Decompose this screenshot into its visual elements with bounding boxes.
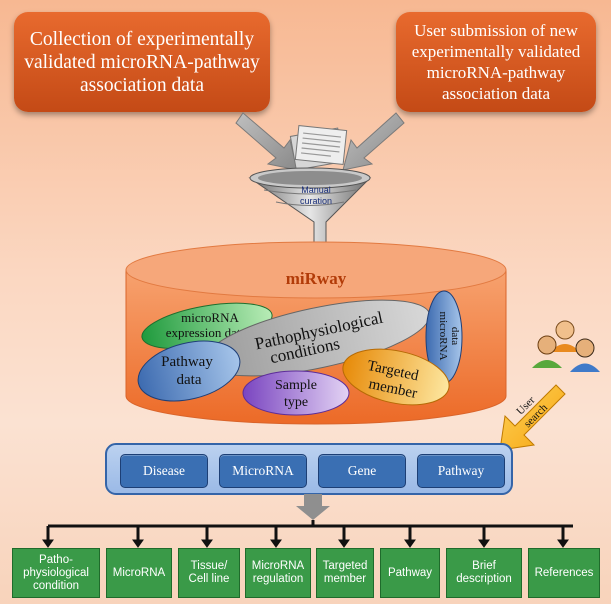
ellipse-mirna-line2: data xyxy=(449,327,461,345)
output-box-targeted-member: Targeted member xyxy=(316,548,374,598)
funnel-label-manual: Manual xyxy=(301,185,331,195)
search-option-label: Pathway xyxy=(437,463,485,478)
ellipse-expression-line2: expression data xyxy=(166,325,247,340)
collection-box: Collection of experimentally validated m… xyxy=(14,12,270,112)
output-box-tissue-cell-line: Tissue/ Cell line xyxy=(178,548,240,598)
user-submission-box: User submission of new experimentally va… xyxy=(396,12,596,112)
search-result-arrow xyxy=(296,494,330,520)
output-box-pathophysiological-condition: Patho- physiological condition xyxy=(12,548,100,598)
ellipse-expression-line1: microRNA xyxy=(181,310,239,325)
ellipse-pathway-data xyxy=(137,340,241,402)
output-box-brief-description: Brief description xyxy=(446,548,522,598)
output-label: MicroRNA xyxy=(112,566,166,579)
output-connectors xyxy=(42,520,573,548)
ellipse-targeted-member xyxy=(342,348,450,406)
ellipse-pathway-line1: Pathway xyxy=(161,354,213,370)
ellipse-sample-line2: type xyxy=(284,395,308,410)
search-option-pathway[interactable]: Pathway xyxy=(417,454,505,488)
search-option-label: Disease xyxy=(143,463,185,478)
search-option-label: Gene xyxy=(347,463,377,478)
output-box-references: References xyxy=(528,548,600,598)
output-label: MicroRNA regulation xyxy=(251,560,305,585)
ellipse-sample-line1: Sample xyxy=(275,378,317,393)
output-box-microrna: MicroRNA xyxy=(106,548,172,598)
output-label: Pathway xyxy=(387,566,433,579)
ellipse-pathway-line2: data xyxy=(177,372,202,388)
search-option-label: MicroRNA xyxy=(232,463,294,478)
output-label: References xyxy=(534,566,594,579)
user-submission-box-text: User submission of new experimentally va… xyxy=(411,21,581,103)
funnel-label-curation: curation xyxy=(300,196,332,206)
search-option-gene[interactable]: Gene xyxy=(318,454,406,488)
output-label: Targeted member xyxy=(322,560,368,585)
users-icon xyxy=(532,320,600,372)
ellipse-mirna-line1: microRNA xyxy=(437,312,449,361)
left-input-arrow xyxy=(235,112,298,171)
search-option-disease[interactable]: Disease xyxy=(120,454,208,488)
output-box-pathway: Pathway xyxy=(380,548,440,598)
ellipse-sample-type xyxy=(242,370,350,416)
documents-icon xyxy=(289,125,348,171)
collection-box-text: Collection of experimentally validated m… xyxy=(24,28,260,96)
output-label: Patho- physiological condition xyxy=(23,553,89,592)
output-label: Tissue/ Cell line xyxy=(188,560,230,585)
user-search-arrow xyxy=(499,384,566,451)
output-box-microrna-regulation: MicroRNA regulation xyxy=(245,548,311,598)
output-label: Brief description xyxy=(456,560,512,585)
right-input-arrow xyxy=(342,112,405,171)
funnel-icon xyxy=(248,167,372,252)
database-title: miRway xyxy=(286,269,347,288)
search-option-microrna[interactable]: MicroRNA xyxy=(219,454,307,488)
